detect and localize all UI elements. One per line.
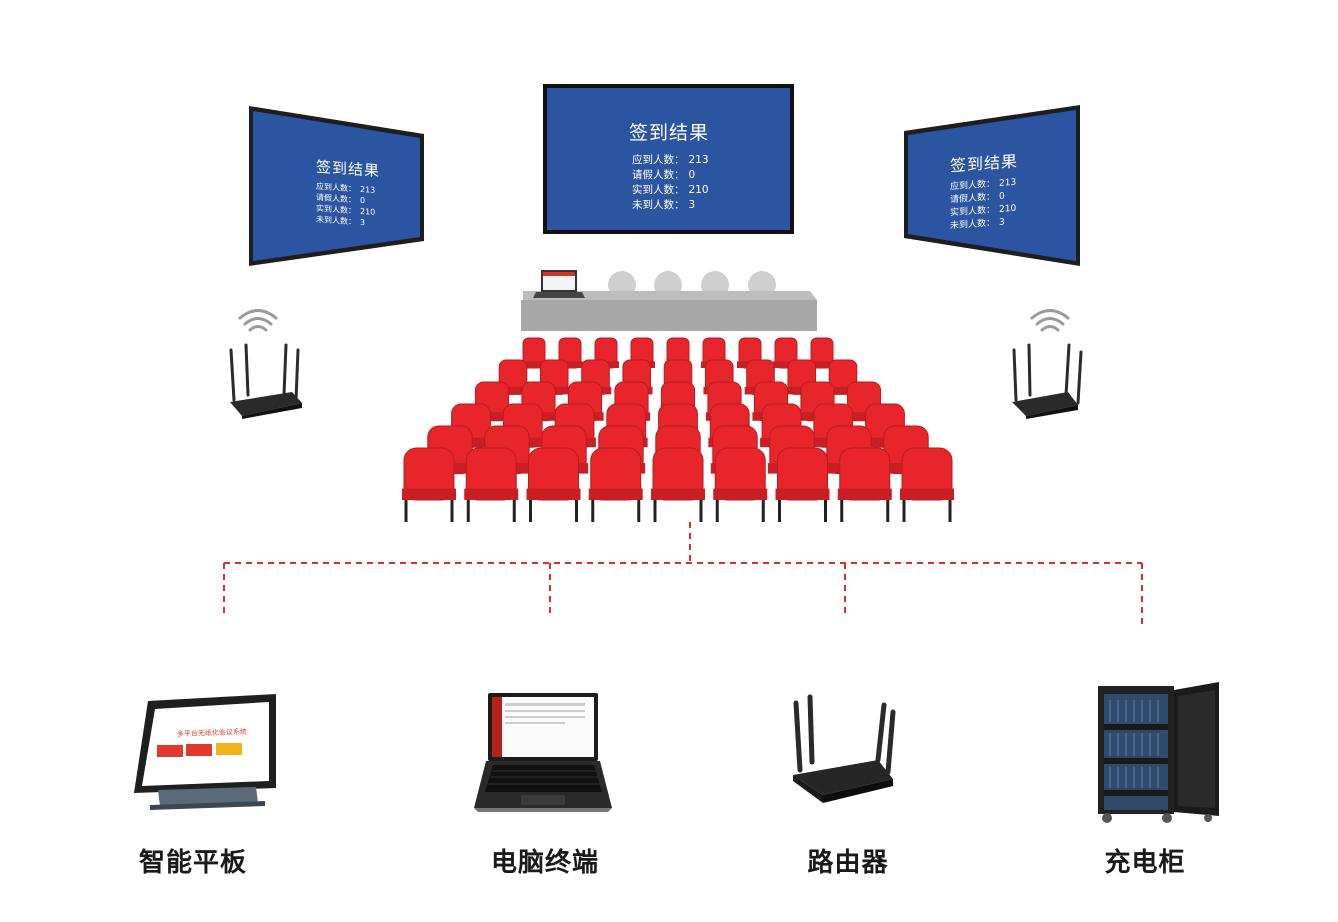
router-right xyxy=(1012,343,1083,419)
seat-leg xyxy=(637,500,641,522)
seat-leg xyxy=(948,500,952,522)
seat-leg xyxy=(840,500,844,522)
center-screen-stats: 应到人数：213 请假人数：0 实到人数：210 未到人数：3 xyxy=(632,153,793,213)
wifi-icon-left xyxy=(238,309,278,332)
center-screen-title: 签到结果 xyxy=(628,122,709,144)
seat xyxy=(837,447,892,501)
center-screen-content: 签到结果 应到人数：213 请假人数：0 实到人数：210 未到人数：3 xyxy=(545,118,793,213)
auditorium-seats xyxy=(402,337,954,522)
left-display xyxy=(249,106,424,266)
label-charging-cabinet: 充电柜 xyxy=(1104,848,1186,878)
podium-laptop xyxy=(533,270,585,298)
seat-leg xyxy=(404,500,408,522)
seat-leg xyxy=(699,500,703,522)
stat-present: 实到人数：210 xyxy=(632,184,709,196)
right-screen-content: 签到结果 应到人数：213 请假人数：0 实到人数：210 未到人数：3 xyxy=(950,148,1018,234)
seat-leg xyxy=(824,500,827,522)
seat-leg xyxy=(450,500,454,522)
left-screen-stats: 应到人数：213 请假人数：0 实到人数：210 未到人数：3 xyxy=(316,181,380,229)
seat-leg xyxy=(902,500,906,522)
seat xyxy=(809,337,835,369)
label-computer-terminal: 电脑终端 xyxy=(490,848,600,878)
router-device xyxy=(793,694,896,803)
seat-leg xyxy=(761,500,765,522)
seat xyxy=(526,447,581,501)
tablet-screen-buttons xyxy=(157,743,242,757)
seat-leg xyxy=(466,500,470,522)
laptop-device xyxy=(474,693,612,812)
tablet-device: 多平台无纸化会议系统 xyxy=(134,694,276,810)
left-screen-title: 签到结果 xyxy=(316,157,381,181)
seat xyxy=(588,447,643,501)
center-display xyxy=(543,84,794,234)
label-router: 路由器 xyxy=(807,848,889,878)
seat-leg xyxy=(653,500,657,522)
seat-leg xyxy=(778,500,781,522)
router-left xyxy=(229,343,302,419)
stat-absent: 未到人数：3 xyxy=(632,199,696,211)
stat-expected: 应到人数：213 xyxy=(632,154,709,166)
seat-leg xyxy=(715,500,719,522)
seat xyxy=(651,447,705,501)
tablet-button xyxy=(216,743,242,755)
tablet-screen-heading: 多平台无纸化会议系统 xyxy=(177,727,247,738)
seat-leg xyxy=(575,500,578,522)
right-screen-title: 签到结果 xyxy=(950,151,1019,176)
tablet-button xyxy=(157,745,183,757)
seat xyxy=(521,337,547,369)
stat-leave: 请假人数：0 xyxy=(632,169,696,181)
seat-leg xyxy=(886,500,890,522)
seat xyxy=(402,447,456,501)
seat xyxy=(775,447,830,501)
seat-leg xyxy=(591,500,595,522)
left-screen-content: 签到结果 应到人数：213 请假人数：0 实到人数：210 未到人数：3 xyxy=(316,156,380,229)
seat xyxy=(900,447,954,501)
seat-leg xyxy=(529,500,532,522)
label-smart-tablet: 智能平板 xyxy=(138,848,248,878)
tablet-button xyxy=(186,744,212,756)
charging-cabinet-device xyxy=(1098,682,1219,823)
seat xyxy=(464,447,519,501)
right-display xyxy=(904,105,1080,266)
podium xyxy=(521,270,817,331)
seat xyxy=(713,447,768,501)
connector-lines xyxy=(223,522,1143,628)
seat-leg xyxy=(512,500,516,522)
right-screen-stats: 应到人数：213 请假人数：0 实到人数：210 未到人数：3 xyxy=(950,177,1018,234)
wifi-icon-right xyxy=(1030,309,1070,332)
